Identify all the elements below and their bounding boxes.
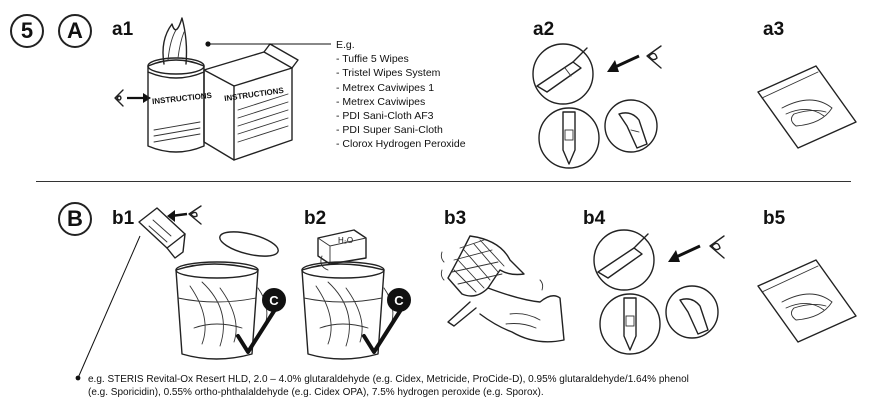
example-item: - PDI Super Sani-Cloth [336,124,443,137]
section-b-badge: B [58,202,92,236]
examples-list: E.g. - Tuffie 5 Wipes - Tristel Wipes Sy… [336,38,466,152]
a1-wipes-illustration [147,17,299,161]
a1-leader-line [205,41,331,47]
step-number: 5 [20,18,34,43]
checkmark-icon [236,306,278,354]
example-item: - Clorox Hydrogen Peroxide [336,138,466,151]
hand-icon [440,235,565,343]
disinfectant-footnote: e.g. STERIS Revital-Ox Resert HLD, 2.0 –… [88,373,689,399]
section-b-letter: B [67,206,83,231]
b4-eye-arrow [668,235,725,262]
label-b5: b5 [763,208,786,229]
label-b4: b4 [583,208,606,229]
footnote-line-2: (e.g. Sporicidin), 0.55% ortho-phthalald… [88,387,544,398]
b1-footnote-leader [75,235,141,381]
a3-bag-illustration [757,65,857,149]
label-b3: b3 [444,208,467,229]
probe-icon [532,43,658,169]
wipes-box [203,43,299,161]
label-a3: a3 [763,19,785,40]
b3-wipe-illustration [440,235,565,343]
h2o-label: H₂O [338,236,354,245]
bottle-icon [138,207,186,259]
b1-bottle-pour [138,205,279,259]
step-number-badge: 5 [10,14,44,48]
a2-eye-arrow [607,45,662,72]
arrow-icon [127,93,151,103]
example-item: - PDI Sani-Cloth AF3 [336,110,434,123]
footnote-line-1: e.g. STERIS Revital-Ox Resert HLD, 2.0 –… [88,374,689,385]
bag-icon [757,259,857,343]
arrow-icon [167,210,188,222]
b2-beaker-illustration [301,261,404,360]
examples-heading: E.g. [336,39,355,51]
c-badge-b1: C [262,288,286,312]
c-badge-b2: C [387,288,411,312]
label-a2: a2 [533,19,555,40]
wipes-canister [147,17,205,153]
b2-h2o-bottle [317,229,367,271]
eye-icon [709,235,725,259]
b5-bag-illustration [757,259,857,343]
label-b2: b2 [304,208,327,229]
eye-icon [188,205,202,225]
beaker-icon [301,261,394,360]
example-item: - Tristel Wipes System [336,67,441,80]
a2-probe-illustration [532,43,658,169]
example-item: - Metrex Caviwipes [336,95,426,108]
example-item: - Tuffie 5 Wipes [336,53,409,66]
probe-icon [593,229,719,355]
a1-eye-arrow [114,89,151,107]
label-a1: a1 [112,19,134,40]
label-b1: b1 [112,208,135,229]
example-item: - Metrex Caviwipes 1 [336,81,435,94]
section-divider [36,181,851,182]
eye-icon [646,45,662,69]
section-a-letter: A [67,18,83,43]
b1-beaker-illustration [175,261,278,360]
checkmark-icon [362,306,404,354]
section-a-badge: A [58,14,92,48]
bag-icon [757,65,857,149]
eye-icon [114,89,124,107]
b4-probe-illustration [593,229,719,355]
arrow-icon [668,244,701,262]
arrow-icon [607,54,640,72]
